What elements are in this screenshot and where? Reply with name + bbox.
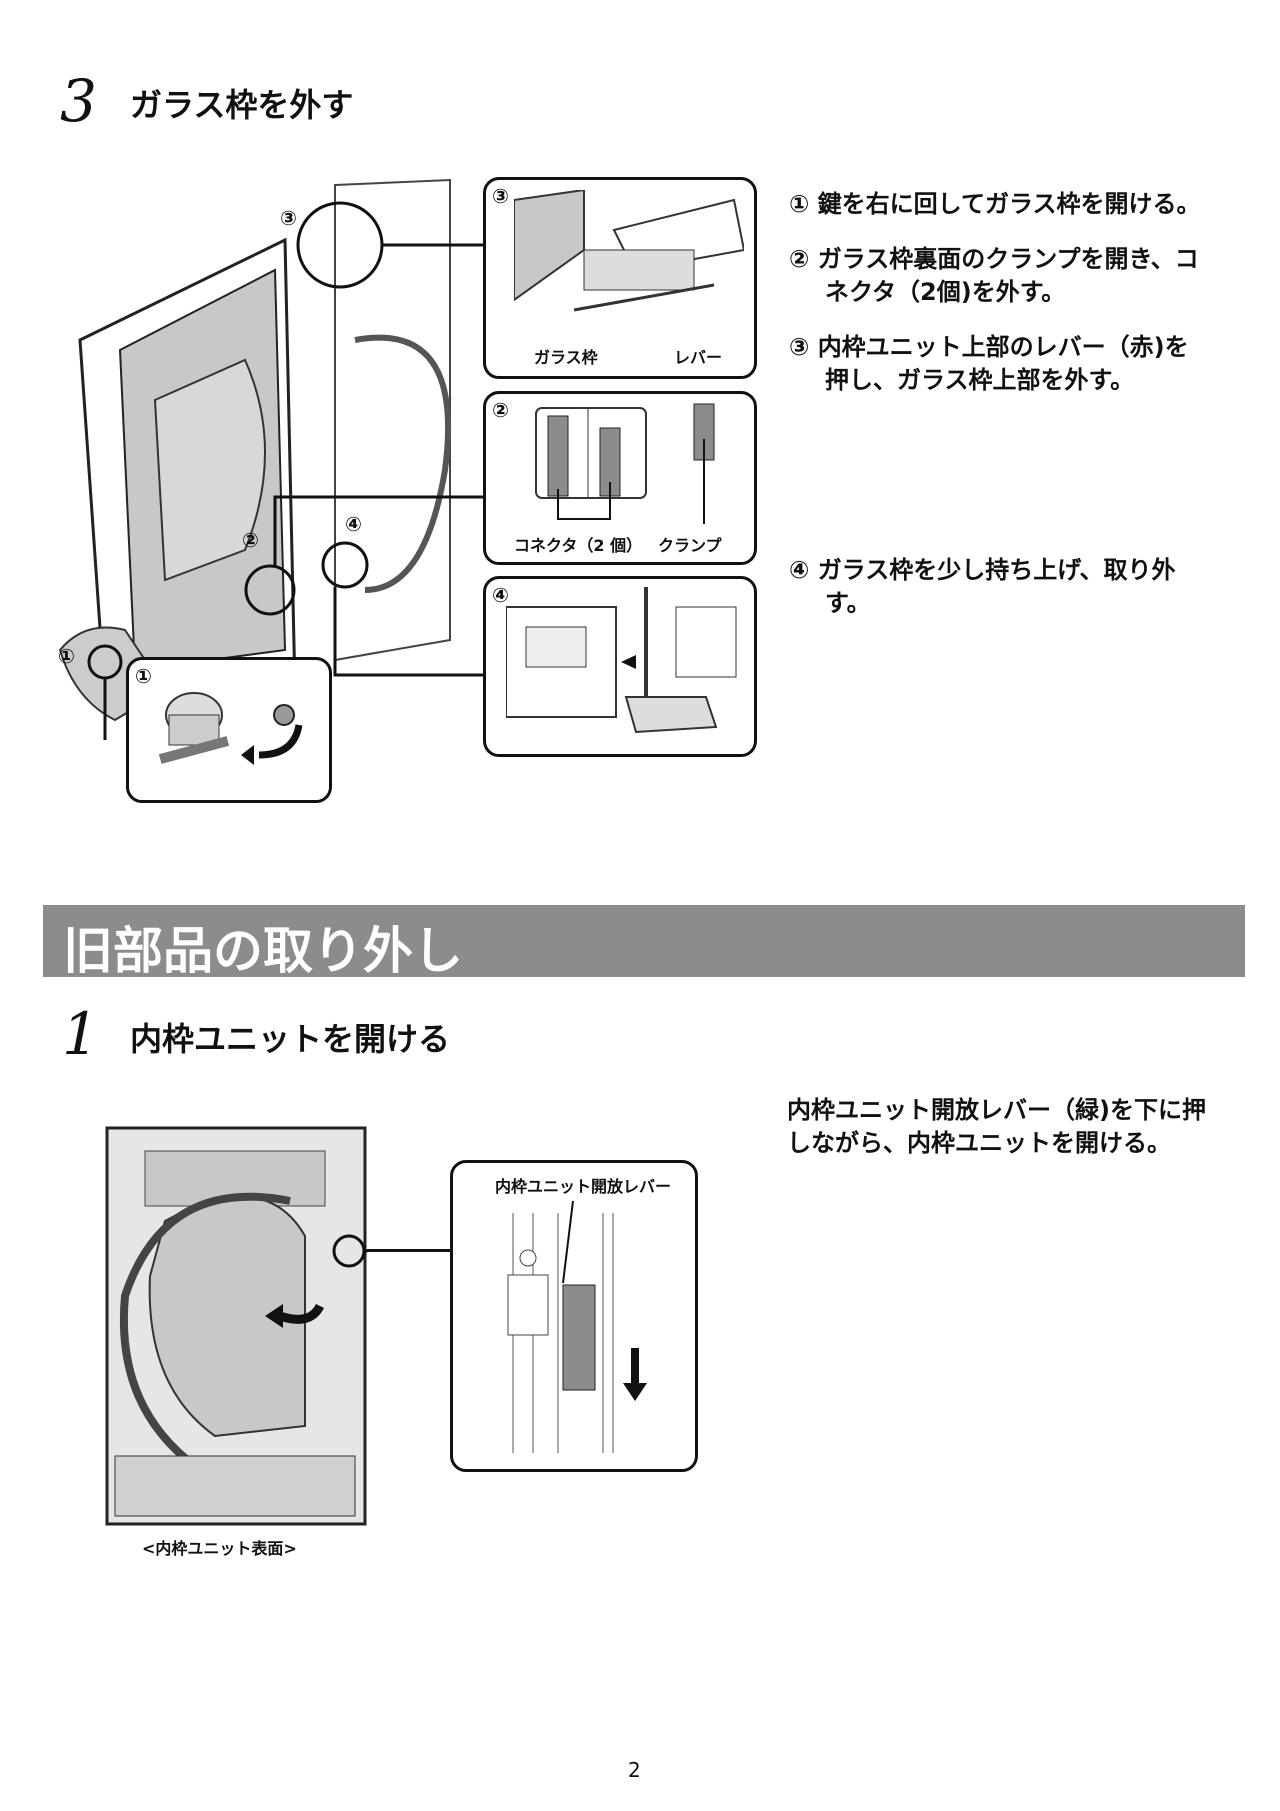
section-banner: 旧部品の取り外し xyxy=(43,905,1245,980)
callout-marker-3: ③ xyxy=(280,206,297,230)
label-connectors: コネクタ（2 個） xyxy=(514,536,643,555)
step-title: ガラス枠を外す xyxy=(130,86,354,124)
step-number: 3 xyxy=(60,67,97,135)
instruction-text: 押し、ガラス枠上部を外す。 xyxy=(825,366,1135,394)
instruction-item-3: ③ 内枠ユニット上部のレバー（赤)を押し、ガラス枠上部を外す。 xyxy=(789,331,1259,397)
instruction-text: 鍵を右に回してガラス枠を開ける。 xyxy=(817,190,1201,218)
instruction-item-1: ① 鍵を右に回してガラス枠を開ける。 xyxy=(789,188,1259,221)
callout-marker-1: ① xyxy=(58,644,75,668)
instruction-text: ガラス枠を少し持ち上げ、取り外 xyxy=(817,556,1176,584)
step-title: 内枠ユニットを開ける xyxy=(130,1020,451,1058)
instruction-marker: ③ xyxy=(789,333,810,361)
instruction-marker: ② xyxy=(789,245,810,273)
panel-marker: ② xyxy=(492,398,509,422)
instruction-text: す。 xyxy=(825,589,871,617)
panel-marker: ③ xyxy=(492,184,509,208)
label-clamp: クランプ xyxy=(658,536,722,555)
instruction-marker: ④ xyxy=(789,556,810,584)
label-release-lever: 内枠ユニット開放レバー xyxy=(495,1177,672,1196)
instruction-list: ① 鍵を右に回してガラス枠を開ける。 ② ガラス枠裏面のクランプを開き、コネクタ… xyxy=(789,188,1259,397)
instruction-marker: ① xyxy=(789,190,810,218)
step-number: 1 xyxy=(62,1000,99,1068)
label-lever: レバー xyxy=(674,348,723,367)
section1-instruction: 内枠ユニット開放レバー（緑)を下に押 しながら、内枠ユニットを開ける。 xyxy=(787,1094,1257,1160)
detail-panel-1: ① xyxy=(126,657,332,803)
callout-leader-line xyxy=(367,1249,450,1252)
instruction-text: ガラス枠裏面のクランプを開き、コ xyxy=(817,245,1199,273)
inner-unit-illustration xyxy=(105,1126,367,1528)
detail-panel-3: ③ ガラス枠 レバー xyxy=(483,177,757,379)
instruction-text: 内枠ユニット上部のレバー（赤)を xyxy=(817,333,1189,361)
instruction-text: 内枠ユニット開放レバー（緑)を下に押 xyxy=(787,1096,1206,1124)
banner-title: 旧部品の取り外し xyxy=(63,922,463,980)
panel-marker: ① xyxy=(135,664,152,688)
instruction-item-2: ② ガラス枠裏面のクランプを開き、コネクタ（2個)を外す。 xyxy=(789,243,1259,309)
glass-frame-illustration xyxy=(45,170,485,810)
lever-detail-panel: 内枠ユニット開放レバー xyxy=(450,1160,698,1472)
detail-panel-2: ② コネクタ（2 個） クランプ xyxy=(483,391,757,565)
detail-panel-4: ④ xyxy=(483,576,757,757)
panel-marker: ④ xyxy=(492,583,509,607)
page-number: 2 xyxy=(628,1758,641,1782)
callout-marker-4: ④ xyxy=(345,512,362,536)
label-glass-frame: ガラス枠 xyxy=(534,348,598,367)
instruction-text: しながら、内枠ユニットを開ける。 xyxy=(787,1129,1171,1157)
figure-caption: <内枠ユニット表面> xyxy=(142,1539,297,1558)
callout-marker-2: ② xyxy=(242,528,259,552)
instruction-text: ネクタ（2個)を外す。 xyxy=(825,278,1066,306)
instruction-item-4: ④ ガラス枠を少し持ち上げ、取り外す。 xyxy=(789,554,1259,620)
